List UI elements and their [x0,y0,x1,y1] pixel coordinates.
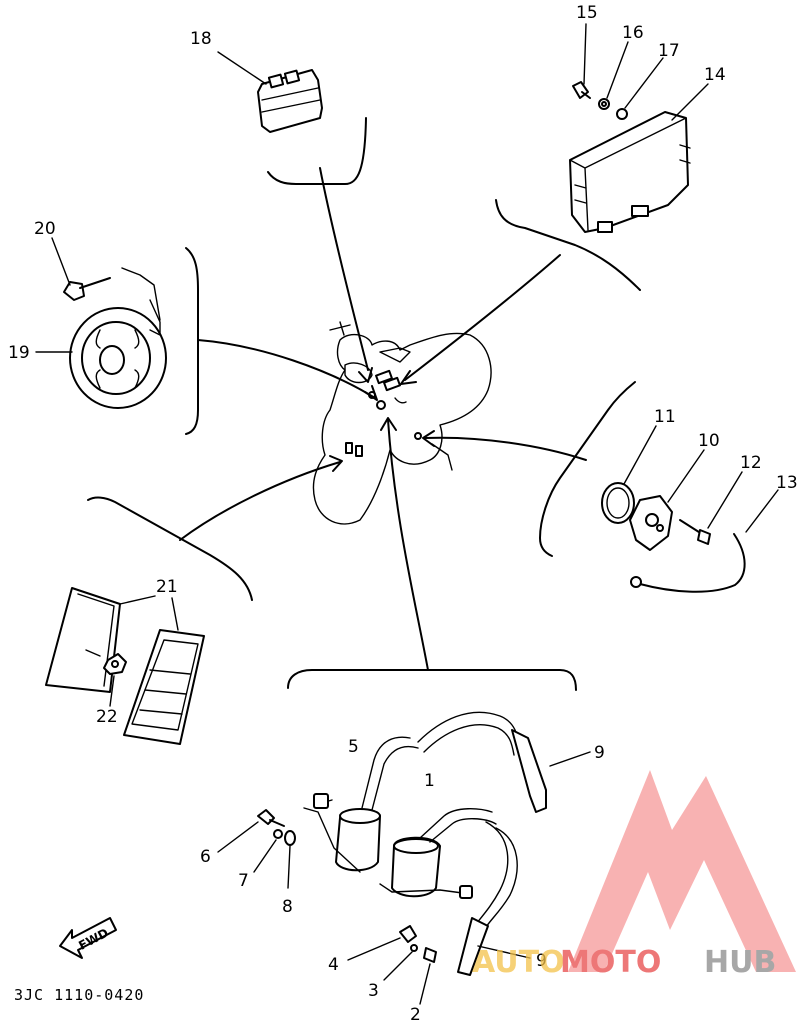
part-20-bolt [51,237,111,301]
callout-2: 2 [410,1005,421,1022]
part-11-o-ring [601,425,657,524]
callout-19: 19 [8,343,30,363]
callout-13: 13 [776,473,798,493]
watermark-auto: AUTO [472,945,565,980]
callout-4: 4 [328,955,339,975]
callout-1: 1 [424,771,435,791]
part-19-horn [35,267,167,409]
callout-11: 11 [654,407,676,427]
part-9-plug-lead-lower [457,821,531,976]
callout-10: 10 [698,431,720,451]
callout-numbers: 1 2 3 4 5 6 7 8 9 9 10 11 12 13 14 15 16… [8,3,798,1022]
group-brackets [87,117,641,691]
callout-12: 12 [740,453,762,473]
callout-16: 16 [622,23,644,43]
callout-8: 8 [282,897,293,917]
part-22-nut [85,649,127,707]
callout-18: 18 [190,29,212,49]
callout-22: 22 [96,707,118,727]
callout-3: 3 [368,981,379,1001]
watermark-hub: HUB [704,945,776,980]
callout-20: 20 [34,219,56,239]
automotohub-watermark: AUTO MOTO HUB [472,770,796,980]
callout-21: 21 [156,577,178,597]
connection-arrows [179,167,587,671]
callout-7: 7 [238,871,249,891]
callout-15: 15 [576,3,598,23]
part-12-screw [679,471,743,545]
parts-2-3-4-6-7-8-fasteners [217,809,437,1005]
part-18-relay [217,51,323,133]
watermark-triangle-logo [568,770,796,972]
callout-6: 6 [200,847,211,867]
part-13-lead-wire [630,489,779,593]
callout-9-upper: 9 [594,743,605,763]
parts-15-16-17-fasteners [572,23,664,120]
part-9-plug-lead-upper [417,711,591,813]
callout-5: 5 [348,737,359,757]
part-5-ignition-coil [303,736,419,873]
callout-14: 14 [704,65,726,85]
diagram-code: 3JC 1110-0420 [14,986,144,1004]
watermark-moto: MOTO [560,945,661,980]
part-14-control-unit [569,83,709,233]
fwd-direction-arrow: FWD [59,917,117,959]
part-10-sensor [629,449,705,551]
motorcycle-frame-outline [312,321,492,525]
callout-9-lower: 9 [536,951,547,971]
part-1-ignition-coil [379,808,497,899]
callout-17: 17 [658,41,680,61]
